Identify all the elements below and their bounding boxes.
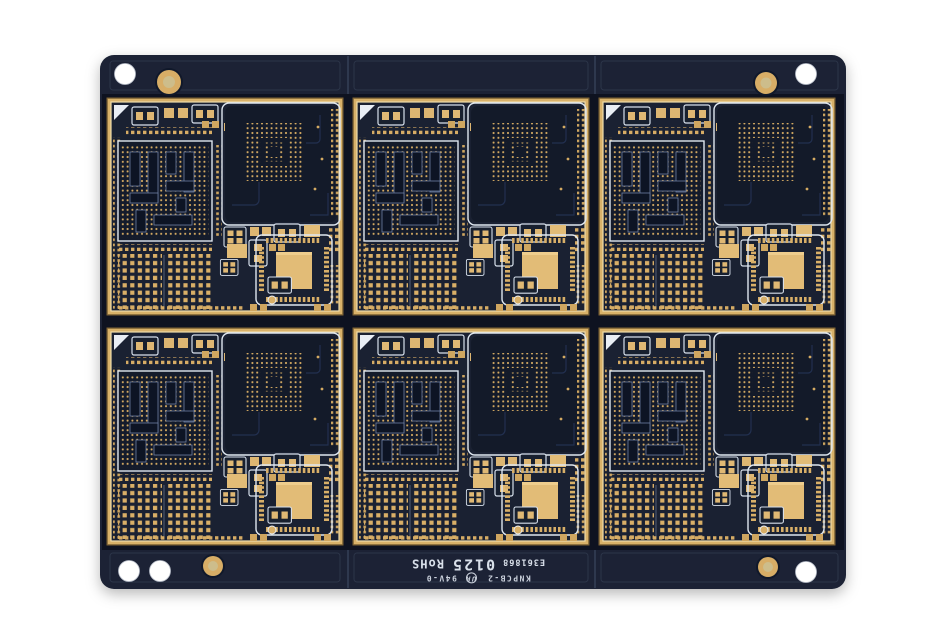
panel-board (100, 55, 846, 589)
tooling-hole-bottom-left-2 (149, 560, 171, 582)
silkscreen-text-block: KNPCB-2 UR 94V-0 E361868 0125 RoHS (348, 555, 608, 584)
pcb-unit-4 (107, 328, 344, 546)
pcb-unit-1 (107, 98, 344, 316)
tooling-holes (114, 63, 817, 583)
part-number: KNPCB-2 (486, 573, 531, 583)
tooling-hole-bottom-right (795, 561, 817, 583)
tooling-hole-top-right (795, 63, 817, 85)
flammability-rating: 94V-0 (425, 573, 457, 583)
rohs-mark: RoHS (411, 556, 444, 571)
pcb-unit-6 (599, 328, 836, 546)
date-code: 0125 (450, 555, 496, 574)
silkscreen-cert-line: E361868 0125 RoHS (348, 555, 608, 574)
tooling-hole-top-left (114, 63, 136, 85)
silkscreen-part-line: KNPCB-2 UR 94V-0 (348, 571, 608, 584)
ul-recognized-mark: UR (464, 572, 478, 584)
fiducial-pads (155, 68, 780, 579)
pcb-unit-2 (353, 98, 590, 316)
pcb-unit-5 (353, 328, 590, 546)
pcb-unit-3 (599, 98, 836, 316)
tooling-hole-bottom-left-1 (118, 560, 140, 582)
ul-file-number: E361868 (502, 556, 545, 567)
